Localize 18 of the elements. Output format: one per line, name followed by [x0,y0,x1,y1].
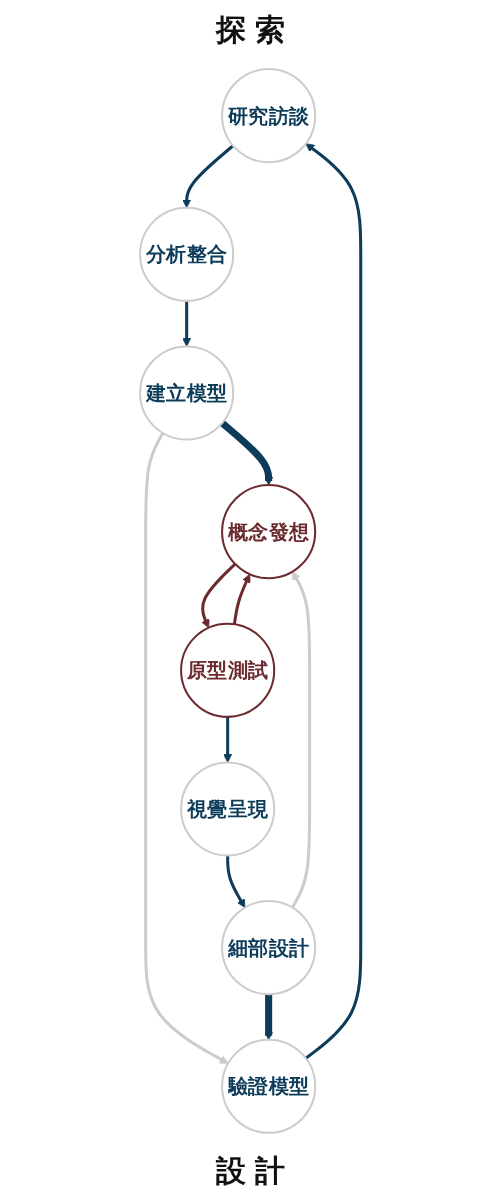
node-circle: 研究訪談 [221,68,317,164]
node-circle: 原型測試 [180,622,276,718]
cycle-label: 探 索 [216,12,285,48]
arrow [291,571,312,909]
arrow [223,716,233,763]
arrow [144,432,229,1064]
node-circle: 分析整合 [139,206,235,302]
node-circle: 驗證模型 [221,1038,317,1134]
arrow [182,300,192,347]
node-circle: 概念發想 [221,484,317,580]
node-circle: 細部設計 [221,900,317,996]
arrow [201,562,237,629]
cycle-label: 設 計 [216,1153,285,1188]
arrow [226,855,246,908]
arrow [232,573,251,625]
node-circle: 視覺呈現 [180,761,276,857]
arrow [220,420,274,486]
arrow [305,143,363,1060]
